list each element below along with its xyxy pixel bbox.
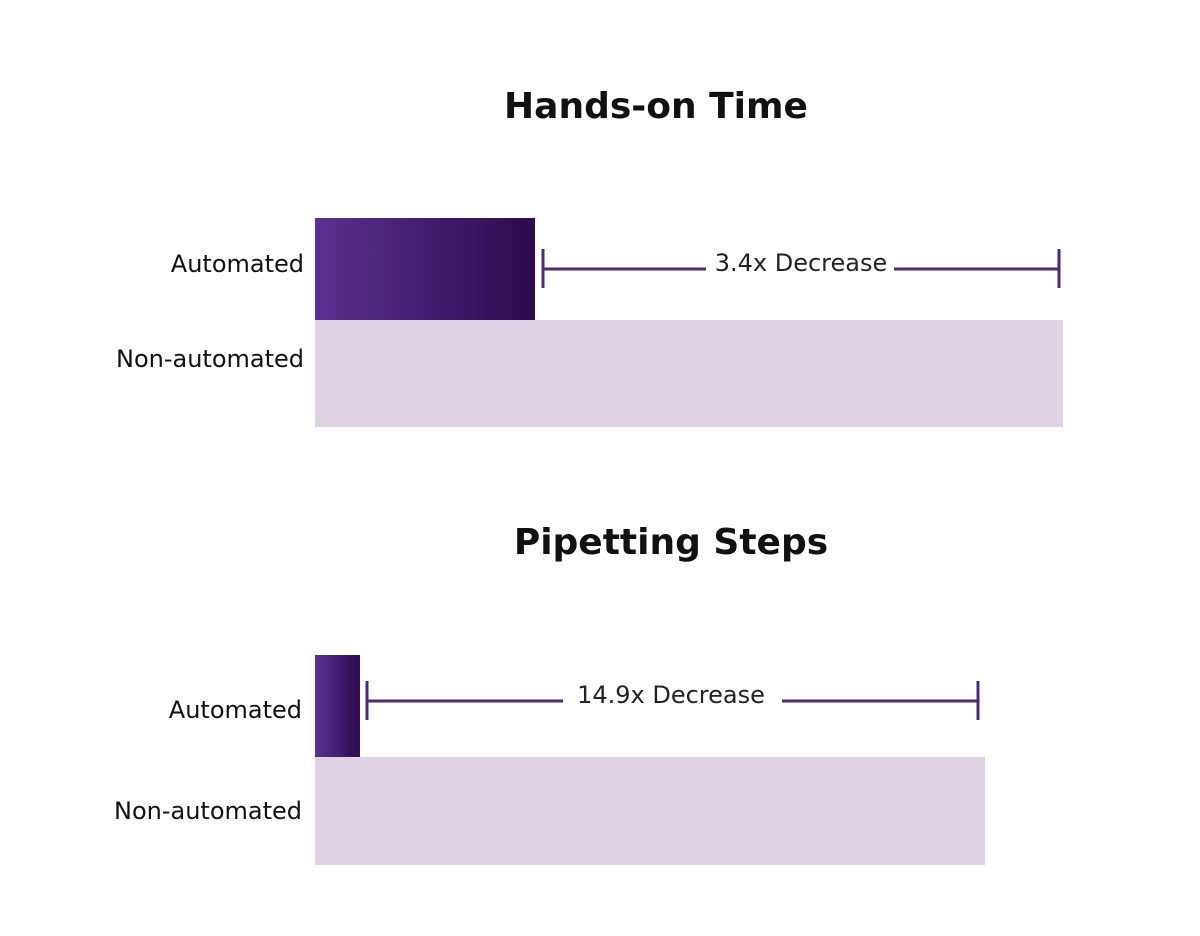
bar-automated: [315, 218, 535, 320]
category-label-non-automated: Non-automated: [116, 345, 304, 373]
chart-title: Pipetting Steps: [514, 522, 828, 563]
category-label-non-automated: Non-automated: [114, 797, 302, 825]
chart-pipetting-steps: Pipetting Steps Automated Non-automated …: [114, 522, 985, 865]
bar-non-automated: [315, 757, 985, 865]
decrease-annotation: 3.4x Decrease: [715, 249, 888, 277]
decrease-bracket: [541, 249, 1061, 288]
chart-hands-on-time: Hands-on Time Automated Non-automated 3.…: [116, 86, 1063, 427]
category-label-automated: Automated: [169, 696, 302, 724]
category-label-automated: Automated: [171, 250, 304, 278]
decrease-bracket: [365, 681, 980, 720]
bar-non-automated: [315, 320, 1063, 427]
decrease-annotation: 14.9x Decrease: [577, 681, 765, 709]
chart-title: Hands-on Time: [504, 86, 808, 127]
bar-automated: [315, 655, 360, 757]
